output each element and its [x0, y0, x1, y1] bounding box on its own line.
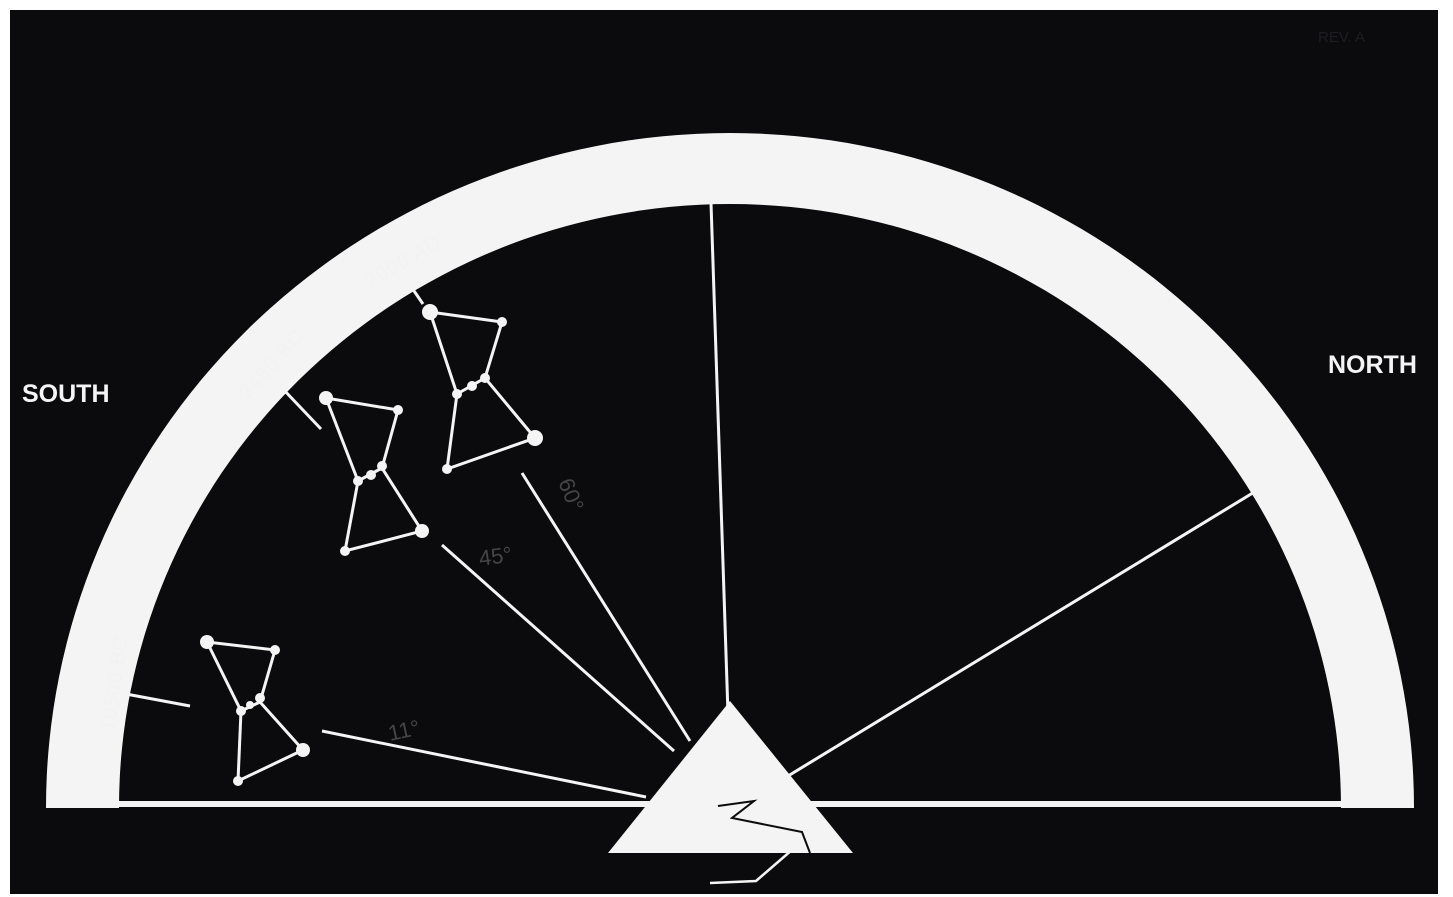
- star-rigel: [415, 524, 429, 538]
- star-rigel: [527, 430, 543, 446]
- sight-line-north: [788, 491, 1256, 776]
- star-bellatrix: [270, 645, 280, 655]
- label-south: SOUTH: [22, 380, 110, 408]
- sight-line-zenith: [711, 203, 728, 714]
- star-belt: [255, 693, 265, 703]
- star-bellatrix: [497, 317, 507, 327]
- star-saiph: [442, 464, 452, 474]
- label-angle-11: 11°: [386, 715, 422, 746]
- star-belt: [467, 381, 477, 391]
- star-betelgeuse: [319, 391, 333, 405]
- star-rigel: [296, 743, 310, 757]
- star-bellatrix: [393, 405, 403, 415]
- tick-2450-bc: [282, 388, 321, 429]
- orion-10500-bc: [200, 635, 310, 786]
- label-revision: REV. A: [1318, 29, 1365, 46]
- orion-2000-ad: [422, 304, 543, 474]
- sight-line-11: [322, 731, 646, 797]
- star-belt: [480, 373, 490, 383]
- tick-2000-ad: [412, 288, 423, 304]
- star-betelgeuse: [200, 635, 214, 649]
- star-saiph: [340, 546, 350, 556]
- tick-10500-bc: [126, 694, 190, 706]
- label-angle-45: 45°: [477, 542, 513, 571]
- star-belt: [236, 706, 246, 716]
- star-belt: [366, 470, 376, 480]
- sight-line-45: [442, 545, 674, 751]
- star-saiph: [233, 776, 243, 786]
- star-betelgeuse: [422, 304, 438, 320]
- star-belt: [246, 701, 254, 709]
- star-belt: [353, 476, 363, 486]
- precession-diagram: SOUTH NORTH 10500 BC 2450 BC 2000 AD 11°…: [10, 10, 1438, 894]
- orion-2450-bc: [319, 391, 429, 556]
- label-north: NORTH: [1328, 351, 1417, 379]
- diagram-frame: SOUTH NORTH 10500 BC 2450 BC 2000 AD 11°…: [10, 10, 1438, 894]
- sight-line-60: [522, 473, 690, 741]
- star-belt: [377, 461, 387, 471]
- star-belt: [452, 389, 462, 399]
- label-angle-60: 60°: [553, 475, 589, 515]
